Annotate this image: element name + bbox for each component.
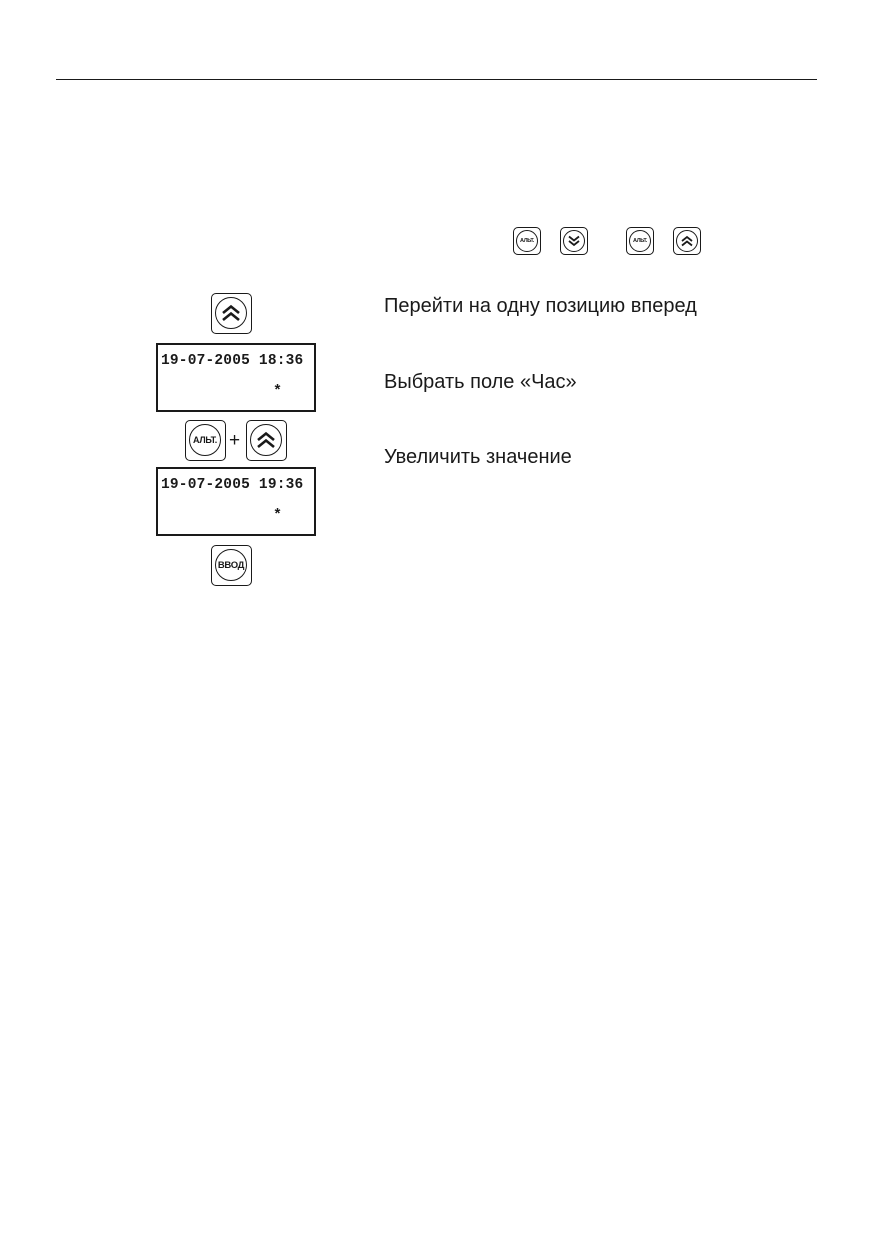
enter-key[interactable]: ВВОД	[211, 545, 252, 586]
enter-key-label: ВВОД	[217, 559, 245, 571]
plus-sign: +	[229, 430, 241, 451]
double-chevron-up-icon	[215, 297, 247, 329]
alt-key-label: АЛЬТ.	[193, 435, 217, 445]
step-3-text: Увеличить значение	[384, 446, 572, 468]
double-chevron-down-icon	[563, 230, 585, 252]
header-down-key[interactable]	[560, 227, 588, 255]
header-alt-key-2[interactable]: АЛЬТ.	[626, 227, 654, 255]
up-key[interactable]	[211, 293, 252, 334]
double-chevron-up-icon	[250, 424, 282, 456]
header-alt-key-label: АЛЬТ.	[519, 238, 535, 244]
step-2-text: Выбрать поле «Час»	[384, 371, 577, 393]
double-chevron-up-icon	[676, 230, 698, 252]
step-1-text: Перейти на одну позицию вперед	[384, 295, 697, 317]
display-before-datetime: 19-07-2005 18:36	[161, 353, 304, 369]
display-after-cursor: *	[273, 507, 283, 524]
header-alt-key[interactable]: АЛЬТ.	[513, 227, 541, 255]
header-alt-key-2-label: АЛЬТ.	[632, 238, 648, 244]
alt-key[interactable]: АЛЬТ.	[185, 420, 226, 461]
display-after-datetime: 19-07-2005 19:36	[161, 477, 304, 493]
display-before-cursor: *	[273, 383, 283, 400]
display-after: 19-07-2005 19:36 *	[156, 467, 316, 536]
up-key-combo[interactable]	[246, 420, 287, 461]
header-up-key[interactable]	[673, 227, 701, 255]
header-rule	[56, 79, 817, 80]
display-before: 19-07-2005 18:36 *	[156, 343, 316, 412]
